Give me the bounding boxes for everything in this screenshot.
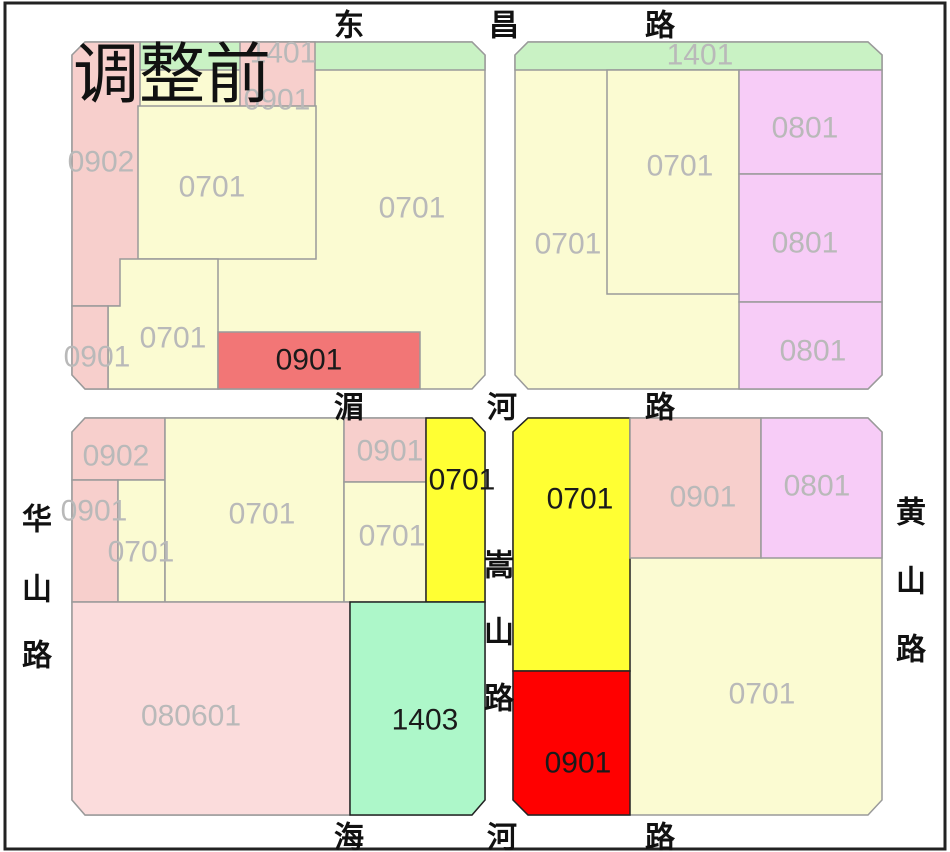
parcel-sw-0701-mid[interactable] xyxy=(343,481,427,603)
parcel-se-0801[interactable] xyxy=(760,417,883,559)
map-title: 调整前 xyxy=(73,36,271,113)
road-songshan-char-1: 嵩 xyxy=(484,549,514,584)
road-huashan-char-1: 华 xyxy=(22,503,52,538)
label-sw-0701-mid: 0701 xyxy=(359,520,426,553)
label-se-0901-red: 0901 xyxy=(545,747,612,780)
road-huashan-char-2: 山 xyxy=(22,573,52,608)
label-ne-0801-c: 0801 xyxy=(780,335,847,368)
parcel-nw-0901-left[interactable] xyxy=(71,305,109,390)
label-ne-0701-b: 0701 xyxy=(535,228,602,261)
block-southeast: 0701 0901 0901 0801 0701 xyxy=(512,417,883,816)
parcel-nw-0901-red[interactable] xyxy=(217,331,421,390)
road-dongchang-char-2: 昌 xyxy=(489,9,519,44)
label-sw-0901-left: 0901 xyxy=(61,495,128,528)
road-huashan: 华 山 路 xyxy=(22,503,53,674)
label-nw-1401: 1401 xyxy=(250,37,317,70)
label-se-0901: 0901 xyxy=(670,481,737,514)
label-nw-0701-a: 0701 xyxy=(179,171,246,204)
parcel-se-0901[interactable] xyxy=(629,417,762,559)
road-haihe-char-1: 海 xyxy=(334,821,364,852)
road-songshan-char-2: 山 xyxy=(484,616,514,651)
label-se-0801: 0801 xyxy=(784,470,851,503)
road-haihe: 海 河 路 xyxy=(334,821,676,852)
road-huangshan-char-1: 黄 xyxy=(896,496,926,531)
label-sw-0701-small: 0701 xyxy=(108,536,175,569)
parcel-nw-0701-a[interactable] xyxy=(137,105,317,260)
road-meihe-char-2: 河 xyxy=(487,391,517,426)
parcel-se-0901-red[interactable] xyxy=(512,670,631,816)
label-sw-0701-yellow: 0701 xyxy=(429,464,496,497)
label-sw-080601: 080601 xyxy=(141,700,241,733)
parcel-ne-0801-c[interactable] xyxy=(738,301,883,390)
parcel-se-0701-yellow[interactable] xyxy=(512,417,631,672)
road-songshan-char-3: 路 xyxy=(484,682,515,717)
label-nw-0701-c: 0701 xyxy=(140,322,207,355)
road-dongchang: 东 昌 路 xyxy=(334,9,676,44)
label-ne-0801-a: 0801 xyxy=(772,112,839,145)
label-nw-0901-left: 0901 xyxy=(64,341,131,374)
road-meihe-char-1: 湄 xyxy=(334,391,364,426)
parcel-sw-1403[interactable] xyxy=(349,601,486,816)
road-huangshan-char-2: 山 xyxy=(896,565,926,600)
label-nw-0701-b: 0701 xyxy=(379,192,446,225)
road-meihe: 湄 河 路 xyxy=(334,391,676,426)
road-huangshan-char-3: 路 xyxy=(896,633,927,668)
road-songshan: 嵩 山 路 xyxy=(484,549,515,717)
parcel-sw-0701-yellow[interactable] xyxy=(425,417,486,603)
road-dongchang-char-3: 路 xyxy=(645,9,676,44)
road-haihe-char-2: 河 xyxy=(487,821,517,852)
parcel-ne-0701-a[interactable] xyxy=(606,69,740,295)
parcel-sw-080601[interactable] xyxy=(71,601,351,816)
label-sw-1403: 1403 xyxy=(392,704,459,737)
road-huashan-char-3: 路 xyxy=(22,639,53,674)
label-se-0701: 0701 xyxy=(729,678,796,711)
road-huangshan: 黄 山 路 xyxy=(896,496,927,668)
label-nw-0901-top: 0901 xyxy=(244,84,311,117)
road-haihe-char-3: 路 xyxy=(645,821,676,852)
label-sw-0901-top: 0901 xyxy=(357,435,424,468)
label-ne-1401: 1401 xyxy=(667,39,734,72)
parcel-ne-0801-b[interactable] xyxy=(738,173,883,303)
label-ne-0801-b: 0801 xyxy=(772,227,839,260)
label-se-0701-yellow: 0701 xyxy=(547,483,614,516)
road-meihe-char-3: 路 xyxy=(645,391,676,426)
parcel-sw-0901-top[interactable] xyxy=(343,417,427,483)
block-northeast: 1401 0701 0701 0801 0801 0801 xyxy=(514,39,883,390)
block-northwest: 1401 0901 0902 0701 0701 0701 0901 0901 xyxy=(64,37,486,390)
label-ne-0701-a: 0701 xyxy=(647,150,714,183)
parcel-sw-0701-big[interactable] xyxy=(164,417,345,603)
road-dongchang-char-1: 东 xyxy=(334,9,364,44)
label-sw-0902: 0902 xyxy=(83,440,150,473)
block-southwest: 0902 0901 0701 0701 0901 0701 0701 08060… xyxy=(61,417,496,816)
label-sw-0701-big: 0701 xyxy=(229,498,296,531)
label-nw-0902: 0902 xyxy=(68,146,135,179)
parcel-ne-0801-a[interactable] xyxy=(738,69,883,175)
parcel-sw-0901-left[interactable] xyxy=(71,479,119,603)
label-nw-0901-red: 0901 xyxy=(276,344,343,377)
